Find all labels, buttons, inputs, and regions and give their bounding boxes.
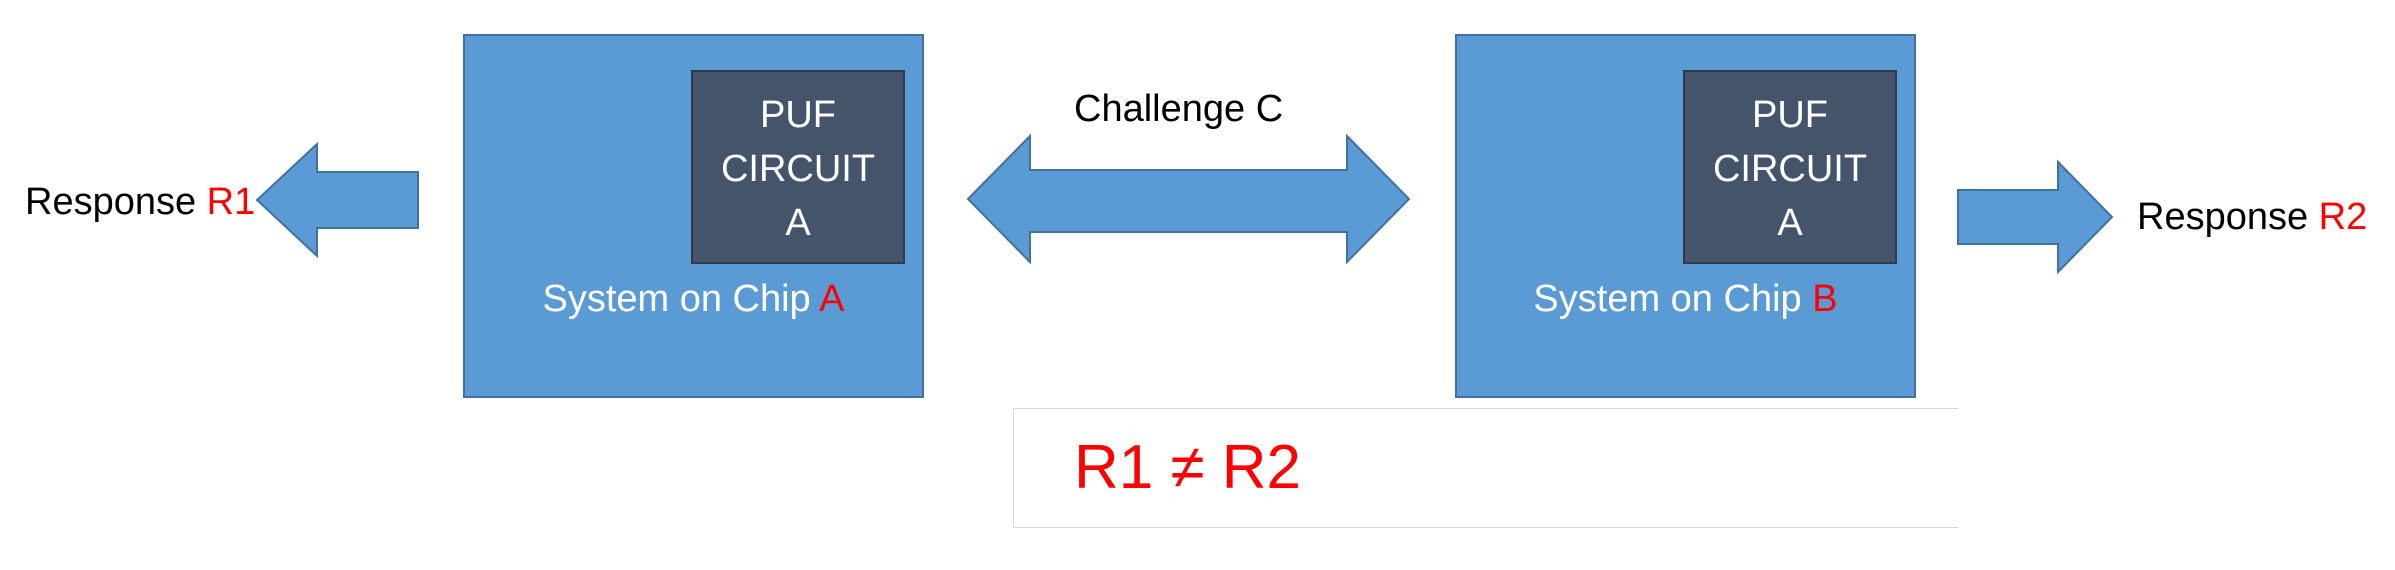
chip-a-label-suffix: A (819, 278, 845, 320)
puf-b-line2: CIRCUIT (1712, 148, 1868, 190)
right-response-prefix: Response (2137, 196, 2319, 238)
arrow-left-icon (255, 141, 419, 259)
result-box: R1 ≠ R2 (1013, 408, 1958, 528)
puf-circuit-b-box (1683, 70, 1897, 264)
result-text: R1 ≠ R2 (1074, 433, 1301, 502)
left-response-value: R1 (206, 181, 256, 223)
chip-b-label-suffix: B (1812, 278, 1838, 320)
puf-a-line2: CIRCUIT (720, 148, 876, 190)
chip-a-label: System on Chip A (464, 280, 923, 318)
chip-a-label-prefix: System on Chip (542, 278, 820, 320)
puf-a-line1: PUF (760, 94, 836, 136)
chip-b-label-prefix: System on Chip (1533, 278, 1813, 320)
puf-circuit-a-box (691, 70, 905, 264)
puf-a-line3: A (785, 202, 811, 244)
double-arrow-icon (966, 133, 1411, 265)
left-response-label: Response R1 (25, 183, 255, 221)
challenge-label: Challenge C (1074, 88, 1284, 130)
chip-b-label: System on Chip B (1456, 280, 1915, 318)
right-response-value: R2 (2318, 196, 2368, 238)
puf-b-line1: PUF (1752, 94, 1828, 136)
arrow-right-icon (1957, 159, 2114, 275)
puf-b-line3: A (1777, 202, 1803, 244)
left-response-prefix: Response (25, 181, 207, 223)
right-response-label: Response R2 (2137, 198, 2367, 236)
puf-circuit-b-label: PUF CIRCUIT A (1684, 88, 1896, 250)
puf-circuit-a-label: PUF CIRCUIT A (692, 88, 904, 250)
